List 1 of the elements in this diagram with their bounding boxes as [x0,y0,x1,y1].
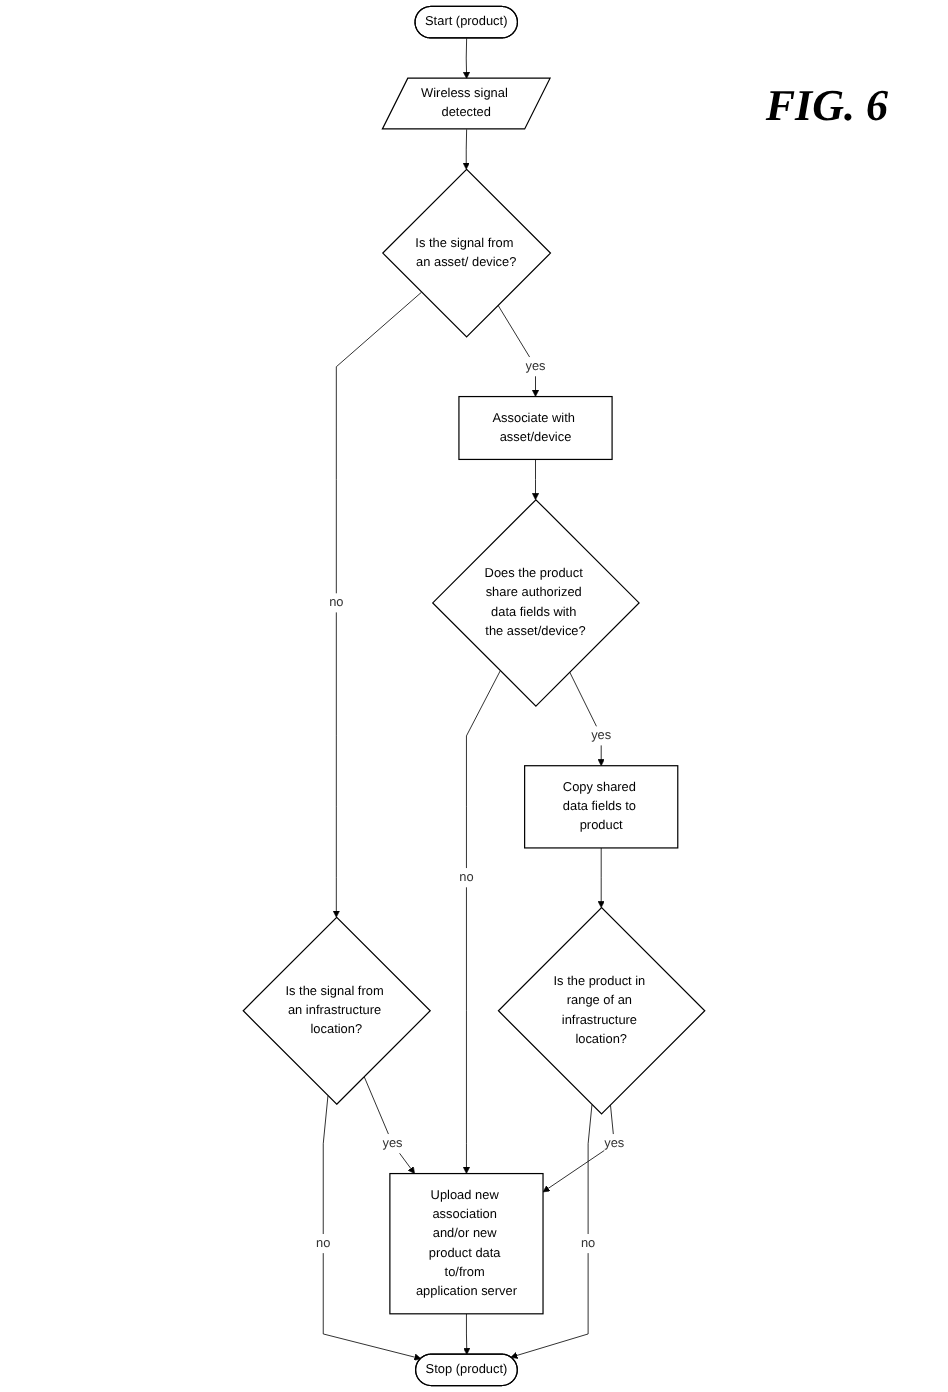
figure-title: FIG. 6 [765,80,888,132]
